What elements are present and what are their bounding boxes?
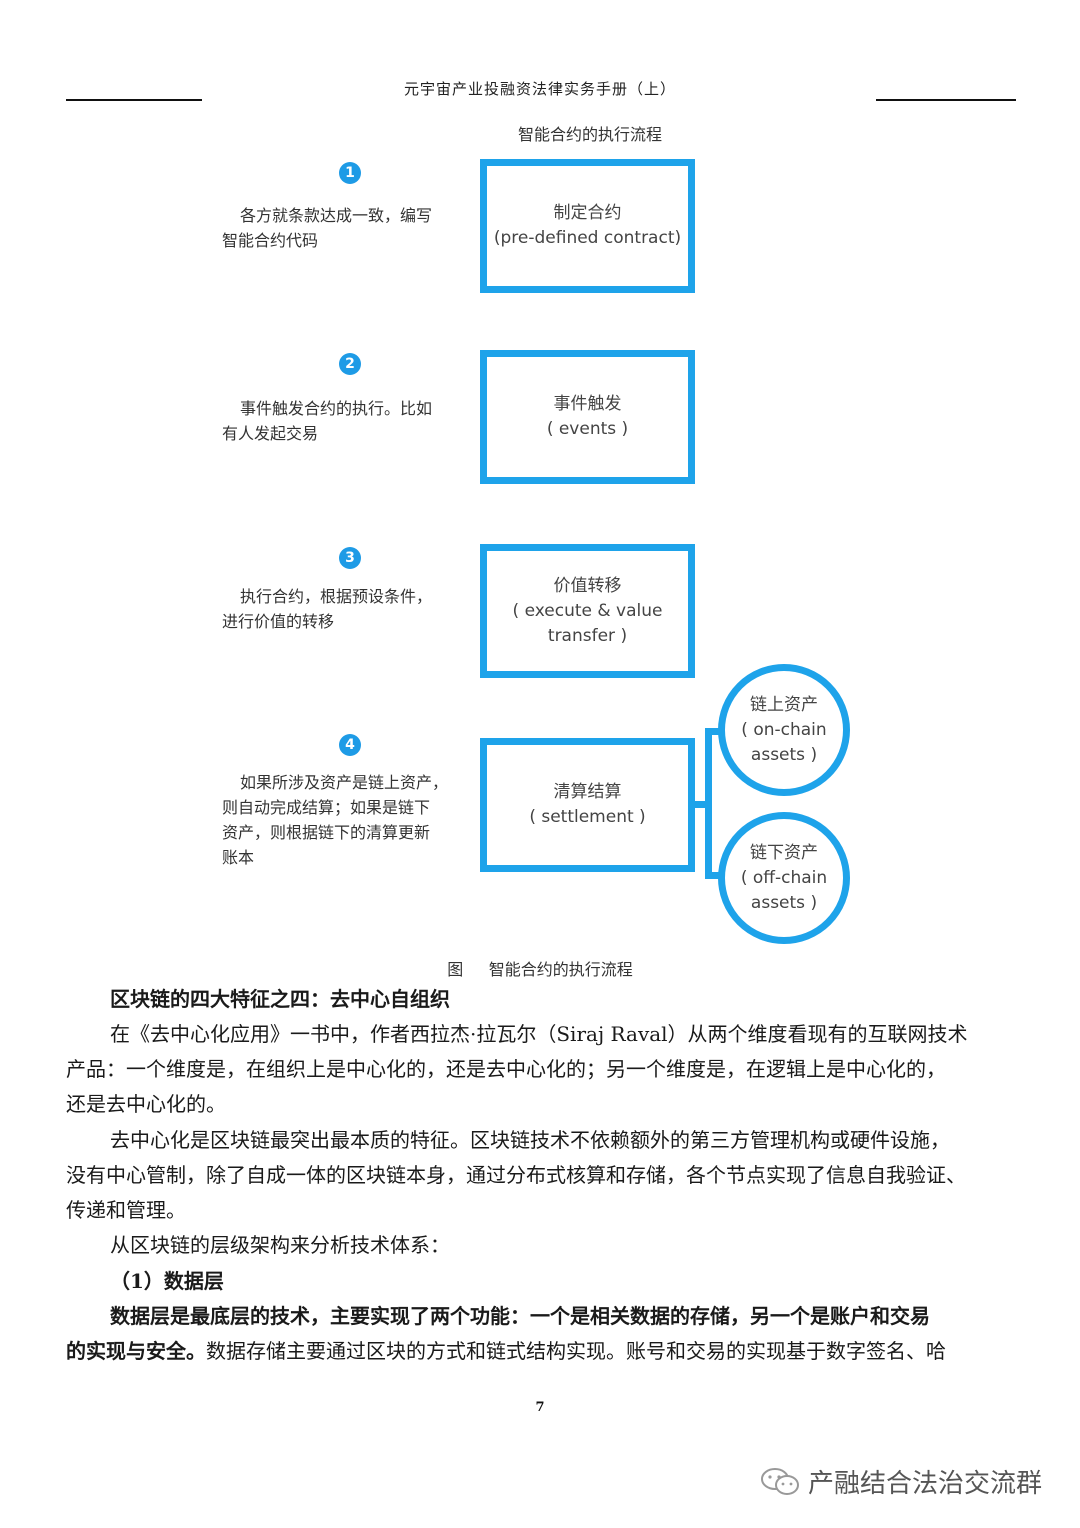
paragraph-4-line-1: 数据层是最底层的技术，主要实现了两个功能：一个是相关数据的存储，另一个是账户和交… xyxy=(110,1304,930,1328)
step-4-description: 如果所涉及资产是链上资产， 则自动完成结算；如果是链下 资产，则根据链下的清算更… xyxy=(222,773,449,867)
step-1-number: 1 xyxy=(339,162,361,184)
step-2-number: 2 xyxy=(339,353,361,375)
paragraph-2-line-2: 没有中心管制，除了自成一体的区块链本身，通过分布式核算和存储，各个节点实现了信息… xyxy=(66,1163,966,1187)
paragraph-1-line-3: 还是去中心化的。 xyxy=(66,1092,226,1116)
section-heading-decentralization: 区块链的四大特征之四：去中心自组织 xyxy=(110,987,450,1011)
paragraph-1-line-2: 产品：一个维度是，在组织上是中心化的，还是去中心化的；另一个维度是，在逻辑上是中… xyxy=(66,1057,946,1081)
connector-bottom-arm xyxy=(705,872,723,879)
chat-bubble-icon xyxy=(761,1467,799,1495)
paragraph-1-line-1: 在《去中心化应用》一书中，作者西拉杰·拉瓦尔（Siraj Raval）从两个维度… xyxy=(110,1022,968,1046)
section-heading-data-layer: （1）数据层 xyxy=(110,1269,224,1293)
on-chain-assets-circle: 链上资产 ( on-chain assets ) xyxy=(718,664,850,796)
paragraph-3: 从区块链的层级架构来分析技术体系： xyxy=(110,1233,450,1257)
diagram-title: 智能合约的执行流程 xyxy=(517,125,662,144)
connector-bracket xyxy=(705,728,712,878)
watermark-text: 产融结合法治交流群 xyxy=(808,1469,1043,1499)
paragraph-2-line-3: 传递和管理。 xyxy=(66,1198,186,1222)
header-rule-right xyxy=(876,99,1016,101)
step-1-description: 各方就条款达成一致，编写 智能合约代码 xyxy=(222,206,433,250)
step-1-box: 制定合约 (pre-defined contract) xyxy=(480,159,695,293)
step-3-description: 执行合约，根据预设条件， 进行价值的转移 xyxy=(222,587,433,631)
step-2-box: 事件触发 ( events ) xyxy=(480,350,695,484)
header-rule-left xyxy=(66,99,202,101)
connector-stem xyxy=(695,801,707,808)
step-4-number: 4 xyxy=(339,734,361,756)
paragraph-4-line-2: 的实现与安全。数据存储主要通过区块的方式和链式结构实现。账号和交易的实现基于数字… xyxy=(66,1334,1016,1369)
running-header: 元宇宙产业投融资法律实务手册（上） xyxy=(403,80,676,98)
paragraph-4-bold-part: 的实现与安全。 xyxy=(66,1339,206,1363)
paragraph-2-line-1: 去中心化是区块链最突出最本质的特征。区块链技术不依赖额外的第三方管理机构或硬件设… xyxy=(110,1128,950,1152)
connector-top-arm xyxy=(705,728,723,735)
off-chain-assets-circle: 链下资产 ( off-chain assets ) xyxy=(718,812,850,944)
step-3-number: 3 xyxy=(339,547,361,569)
paragraph-4-rest: 数据存储主要通过区块的方式和链式结构实现。账号和交易的实现基于数字签名、哈 xyxy=(206,1339,946,1363)
step-4-box: 清算结算 ( settlement ) xyxy=(480,738,695,872)
watermark: 产融结合法治交流群 xyxy=(760,1463,1042,1500)
step-3-box: 价值转移 ( execute & value transfer ) xyxy=(480,544,695,678)
figure-caption: 图 智能合约的执行流程 xyxy=(447,960,633,979)
page-number: 7 xyxy=(535,1400,545,1415)
step-2-description: 事件触发合约的执行。比如 有人发起交易 xyxy=(222,399,433,443)
